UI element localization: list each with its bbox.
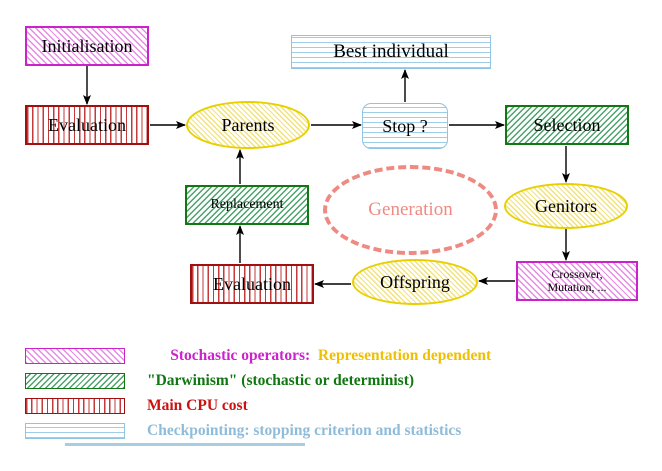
node-selection[interactable]: Selection xyxy=(505,105,629,145)
node-parents-label: Parents xyxy=(221,114,275,135)
node-replacement-label: Replacement xyxy=(210,196,284,212)
legend-swatch-magenta xyxy=(25,348,125,364)
node-genitors-label: Genitors xyxy=(535,195,597,216)
legend-label-darwinism: "Darwinism" (stochastic or determinist) xyxy=(147,372,415,389)
node-best-individual-label: Best individual xyxy=(333,41,449,63)
node-replacement[interactable]: Replacement xyxy=(185,185,309,225)
bottom-divider xyxy=(65,443,305,446)
node-stop[interactable]: Stop ? xyxy=(362,103,448,149)
legend-label-stochastic-operators: Stochastic operators: xyxy=(170,347,311,364)
legend-swatch-red xyxy=(25,398,125,414)
node-crossover-mutation[interactable]: Crossover, Mutation, ... xyxy=(516,261,638,301)
node-selection-label: Selection xyxy=(533,114,601,135)
node-offspring[interactable]: Offspring xyxy=(352,259,478,305)
legend-row-darwinism: "Darwinism" (stochastic or determinist) xyxy=(25,370,414,392)
node-best-individual[interactable]: Best individual xyxy=(291,35,491,69)
node-initialisation-label: Initialisation xyxy=(41,35,133,56)
generation-label: Generation xyxy=(368,199,453,220)
node-evaluation-bottom-label: Evaluation xyxy=(213,273,291,294)
legend-row-stochastic-operators: Stochastic operators: Representation dep… xyxy=(25,345,491,367)
legend-swatch-green xyxy=(25,373,125,389)
legend-row-checkpointing: Checkpointing: stopping criterion and st… xyxy=(25,420,461,442)
legend-label-representation-dependent: Representation dependent xyxy=(310,347,492,364)
node-crossover-mutation-label: Crossover, Mutation, ... xyxy=(547,267,607,294)
node-evaluation-top[interactable]: Evaluation xyxy=(25,105,149,145)
node-genitors[interactable]: Genitors xyxy=(504,183,628,229)
node-offspring-label: Offspring xyxy=(380,271,450,292)
legend-label-main-cpu-cost: Main CPU cost xyxy=(147,397,248,414)
legend-label-checkpointing: Checkpointing: stopping criterion and st… xyxy=(147,422,462,439)
legend-row-main-cpu-cost: Main CPU cost xyxy=(25,395,248,417)
legend-text-stochastic-operators: Stochastic operators: Representation dep… xyxy=(147,329,491,383)
node-stop-label: Stop ? xyxy=(382,115,428,136)
legend-swatch-blue xyxy=(25,423,125,439)
node-initialisation[interactable]: Initialisation xyxy=(25,26,149,66)
node-evaluation-bottom[interactable]: Evaluation xyxy=(190,264,314,304)
node-parents[interactable]: Parents xyxy=(186,101,310,149)
node-evaluation-top-label: Evaluation xyxy=(48,114,126,135)
generation-region: Generation xyxy=(323,165,498,255)
